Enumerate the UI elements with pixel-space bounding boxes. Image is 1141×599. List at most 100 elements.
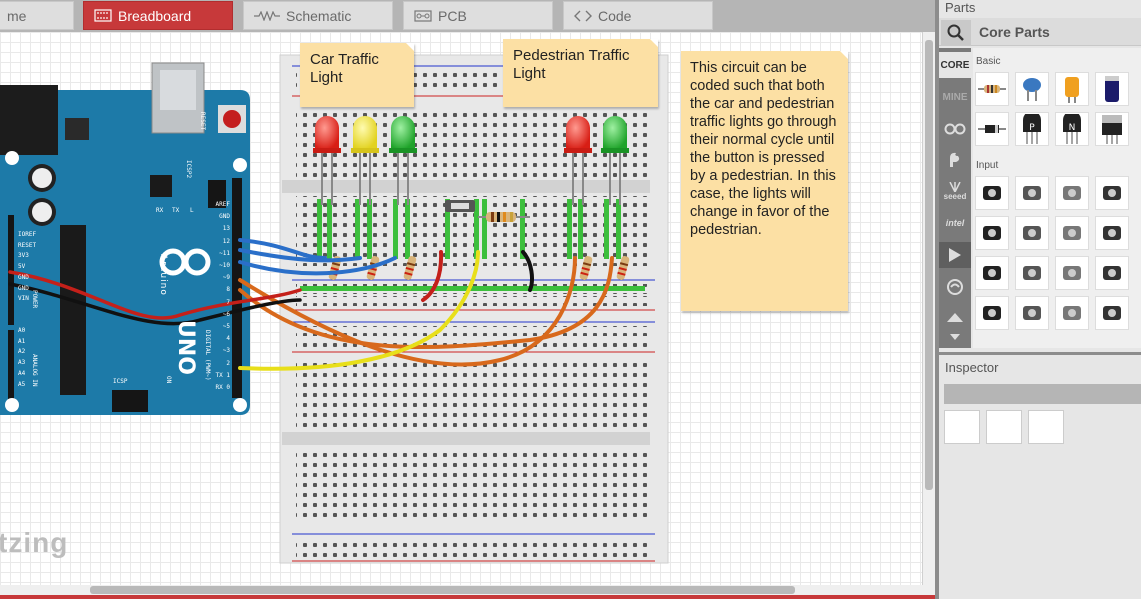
- slide-potentiometer-icon[interactable]: [1055, 176, 1089, 210]
- led-car-red[interactable]: [313, 116, 341, 205]
- bin-intel-label: intel: [945, 218, 965, 228]
- bin-mine[interactable]: MINE: [939, 84, 971, 110]
- bin-scroll-down-icon[interactable]: [939, 330, 971, 344]
- power-pin-label: 5V: [18, 263, 26, 271]
- power-pin-label: VIN: [18, 295, 29, 303]
- analog-pin-label: A3: [18, 359, 26, 367]
- breadboard-canvas[interactable]: RESET ICSP2 TX RX L Arduino UNO ICSP ON …: [0, 32, 922, 585]
- rotary-potentiometer-icon[interactable]: [1015, 176, 1049, 210]
- temperature-sensor-icon[interactable]: [975, 296, 1009, 330]
- note-description-text: This circuit can be coded such that both…: [690, 60, 837, 238]
- arduino-uno-board[interactable]: [0, 62, 250, 415]
- panel-splitter[interactable]: [935, 0, 939, 599]
- ceramic-capacitor-icon[interactable]: [1015, 72, 1049, 106]
- led-pedestrian-green[interactable]: [601, 116, 629, 205]
- note-pedestrian-traffic-light[interactable]: Pedestrian Traffic Light: [503, 39, 658, 107]
- accelerometer-icon[interactable]: [1015, 296, 1049, 330]
- bin-mine-label: MINE: [942, 91, 968, 103]
- arduino-icsp-label: ICSP: [113, 378, 128, 385]
- inspector-schematic-preview: [986, 410, 1022, 444]
- vertical-scroll-thumb[interactable]: [925, 40, 933, 490]
- diode-icon[interactable]: [975, 112, 1009, 146]
- note-car-traffic-light[interactable]: Car Traffic Light: [300, 43, 414, 107]
- bin-title: Core Parts: [979, 24, 1050, 40]
- schematic-icon: [254, 10, 280, 21]
- digital-pin-label: 12: [222, 237, 230, 245]
- voltage-regulator-icon[interactable]: [1095, 112, 1129, 146]
- arduino-rx-label: RX: [156, 207, 164, 214]
- wire-icon[interactable]: [1015, 256, 1049, 290]
- breadboard-icon: [94, 9, 112, 22]
- digital-pin-label: ~11: [219, 249, 230, 257]
- led-car-green[interactable]: [389, 116, 417, 205]
- joystick-icon[interactable]: [1095, 296, 1129, 330]
- tab-pcb-label: PCB: [438, 7, 467, 24]
- reed-switch-icon[interactable]: [1055, 296, 1089, 330]
- photocell-icon[interactable]: [975, 256, 1009, 290]
- switch-icon[interactable]: [1015, 216, 1049, 250]
- pulldown-resistor[interactable]: [478, 212, 530, 222]
- analog-pin-label: A5: [18, 380, 26, 388]
- electrolytic-capacitor-icon[interactable]: [1055, 72, 1089, 106]
- tilt-sensor-icon[interactable]: [1095, 256, 1129, 290]
- parts-header: [939, 18, 1141, 46]
- analog-pin-label: A2: [18, 348, 26, 356]
- circuit-drawing: [0, 54, 669, 564]
- sparkfun-bin-icon[interactable]: [939, 146, 971, 172]
- bin-core-label: CORE: [940, 59, 970, 71]
- inspector-title-bar: [944, 384, 1141, 404]
- digital-pin-label: 2: [226, 359, 230, 367]
- potentiometer-icon[interactable]: [975, 176, 1009, 210]
- bin-intel[interactable]: intel: [939, 210, 971, 236]
- resistor-icon[interactable]: [975, 72, 1009, 106]
- digital-pin-label: 8: [226, 286, 230, 294]
- led-car-yellow[interactable]: [351, 116, 379, 205]
- arduino-bin-icon[interactable]: [939, 116, 971, 142]
- search-icon[interactable]: [941, 20, 971, 46]
- view-tab-bar: me Breadboard Schematic PCB Code: [0, 0, 935, 32]
- pushbutton[interactable]: [445, 200, 475, 212]
- parts-panel-title: Parts: [945, 0, 976, 15]
- svg-text:P: P: [1029, 123, 1035, 133]
- tab-breadboard[interactable]: Breadboard: [83, 1, 233, 30]
- pushbutton-icon[interactable]: [1055, 216, 1089, 250]
- tab-welcome[interactable]: me: [0, 1, 74, 30]
- trimmer-potentiometer-icon[interactable]: [975, 216, 1009, 250]
- power-pin-label: RESET: [18, 241, 37, 249]
- header-strip-icon[interactable]: [1095, 176, 1129, 210]
- tab-code-label: Code: [598, 7, 632, 24]
- light-sensor-icon[interactable]: [1055, 256, 1089, 290]
- horizontal-scroll-thumb[interactable]: [90, 586, 795, 594]
- led-pedestrian-red[interactable]: [564, 116, 592, 205]
- bin-core[interactable]: CORE: [939, 52, 971, 78]
- pnp-transistor-icon[interactable]: P: [1015, 112, 1049, 146]
- bin-seeed[interactable]: seeed: [939, 178, 971, 204]
- wires[interactable]: [8, 238, 614, 371]
- digital-pin-label: ~10: [219, 262, 230, 270]
- bin-seeed-label: seeed: [943, 191, 967, 201]
- tab-pcb[interactable]: PCB: [403, 1, 553, 30]
- power-pin-label: 3V3: [18, 252, 29, 260]
- note-circuit-description[interactable]: This circuit can be coded such that both…: [681, 51, 848, 311]
- digital-pin-label: 7: [226, 298, 230, 306]
- inspector-title: Inspector: [945, 360, 999, 375]
- fritzing-watermark: tzing: [0, 527, 69, 558]
- pcb-icon: [414, 9, 432, 22]
- contrib-bin-icon[interactable]: [939, 274, 971, 300]
- tab-code[interactable]: Code: [563, 1, 713, 30]
- arduino-on-label: ON: [165, 376, 172, 384]
- digital-pin-label: ~9: [222, 274, 230, 282]
- play-bin-icon[interactable]: [939, 242, 971, 268]
- tab-schematic[interactable]: Schematic: [243, 1, 393, 30]
- status-accent-bar: [0, 595, 935, 599]
- digital-pin-label: RX 0: [215, 384, 230, 392]
- battery-icon[interactable]: [1095, 72, 1129, 106]
- arduino-icsp2-label: ICSP2: [185, 160, 192, 179]
- toggle-switch-icon[interactable]: [1095, 216, 1129, 250]
- pcb-view-bin-icon[interactable]: [939, 304, 971, 330]
- tab-welcome-label: me: [7, 7, 27, 24]
- power-pin-label: GND: [18, 273, 29, 281]
- npn-transistor-icon[interactable]: N: [1055, 112, 1089, 146]
